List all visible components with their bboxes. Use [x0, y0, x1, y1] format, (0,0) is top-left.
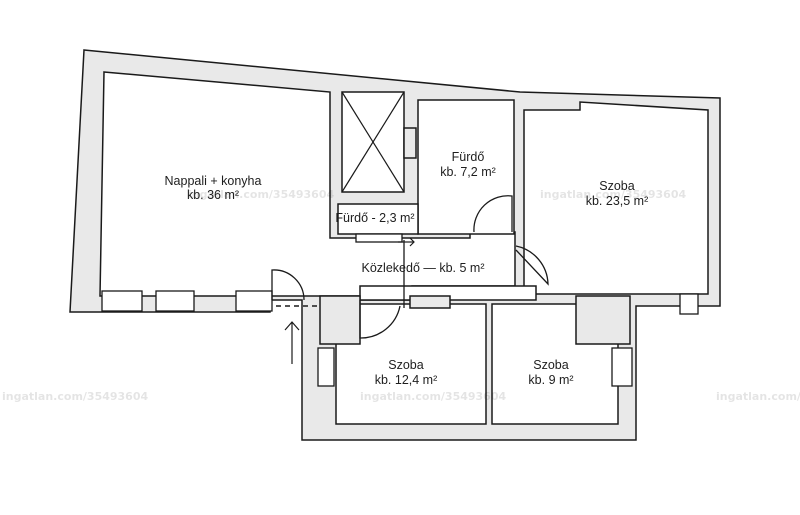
watermarks: ingatlan.com/35493604 ingatlan.com/35493… [2, 188, 800, 403]
room-bath-2 [337, 203, 419, 235]
room-large [523, 101, 709, 295]
window-mid-room [317, 347, 335, 387]
window-small-room [611, 347, 633, 387]
room-label-hall: Közlekedő — kb. 5 m² [362, 261, 485, 275]
room-label-large-name: Szoba [599, 179, 634, 193]
watermark-text: ingatlan.com/35493604 [540, 188, 686, 201]
pier-left [319, 295, 361, 345]
room-label-bath2: Fürdő - 2,3 m² [335, 211, 414, 225]
door-entrance [271, 269, 305, 301]
room-label-bath1-area: kb. 7,2 m² [440, 165, 496, 179]
doors [271, 195, 549, 339]
watermark-text: ingatlan.com/35493604 [2, 390, 148, 403]
watermark-text: ingatlan.com/35493604 [716, 390, 800, 403]
window-bath-2 [355, 233, 403, 243]
pier-right [575, 295, 631, 345]
window-large-room [679, 293, 699, 315]
windows [101, 233, 699, 387]
window-living-1 [101, 290, 143, 312]
window-living-2 [155, 290, 195, 312]
door-mid-room [359, 300, 401, 339]
room-label-living-name: Nappali + konyha [165, 174, 262, 188]
pier-center [409, 295, 451, 309]
room-label-mid-area: kb. 12,4 m² [375, 373, 438, 387]
room-label-living-area: kb. 36 m² [187, 188, 239, 202]
shaft-cross-icon [341, 91, 405, 193]
room-bath-1 [417, 99, 515, 235]
room-label-small-name: Szoba [533, 358, 568, 372]
room-label-large-area: kb. 23,5 m² [586, 194, 649, 208]
watermark-text: ingatlan.com/35493604 [360, 390, 506, 403]
window-living-3 [235, 290, 273, 312]
room-label-bath1-name: Fürdő [452, 150, 485, 164]
room-label-small-area: kb. 9 m² [528, 373, 573, 387]
room-label-mid-name: Szoba [388, 358, 423, 372]
bath-2-arrow-icon [398, 237, 415, 247]
door-large-room [515, 245, 549, 286]
shaft-wall-stub [403, 127, 417, 159]
watermark-text: ingatlan.com/35493604 [188, 188, 334, 201]
entrance-arrow-icon [284, 321, 300, 364]
door-bath-1 [473, 195, 513, 233]
